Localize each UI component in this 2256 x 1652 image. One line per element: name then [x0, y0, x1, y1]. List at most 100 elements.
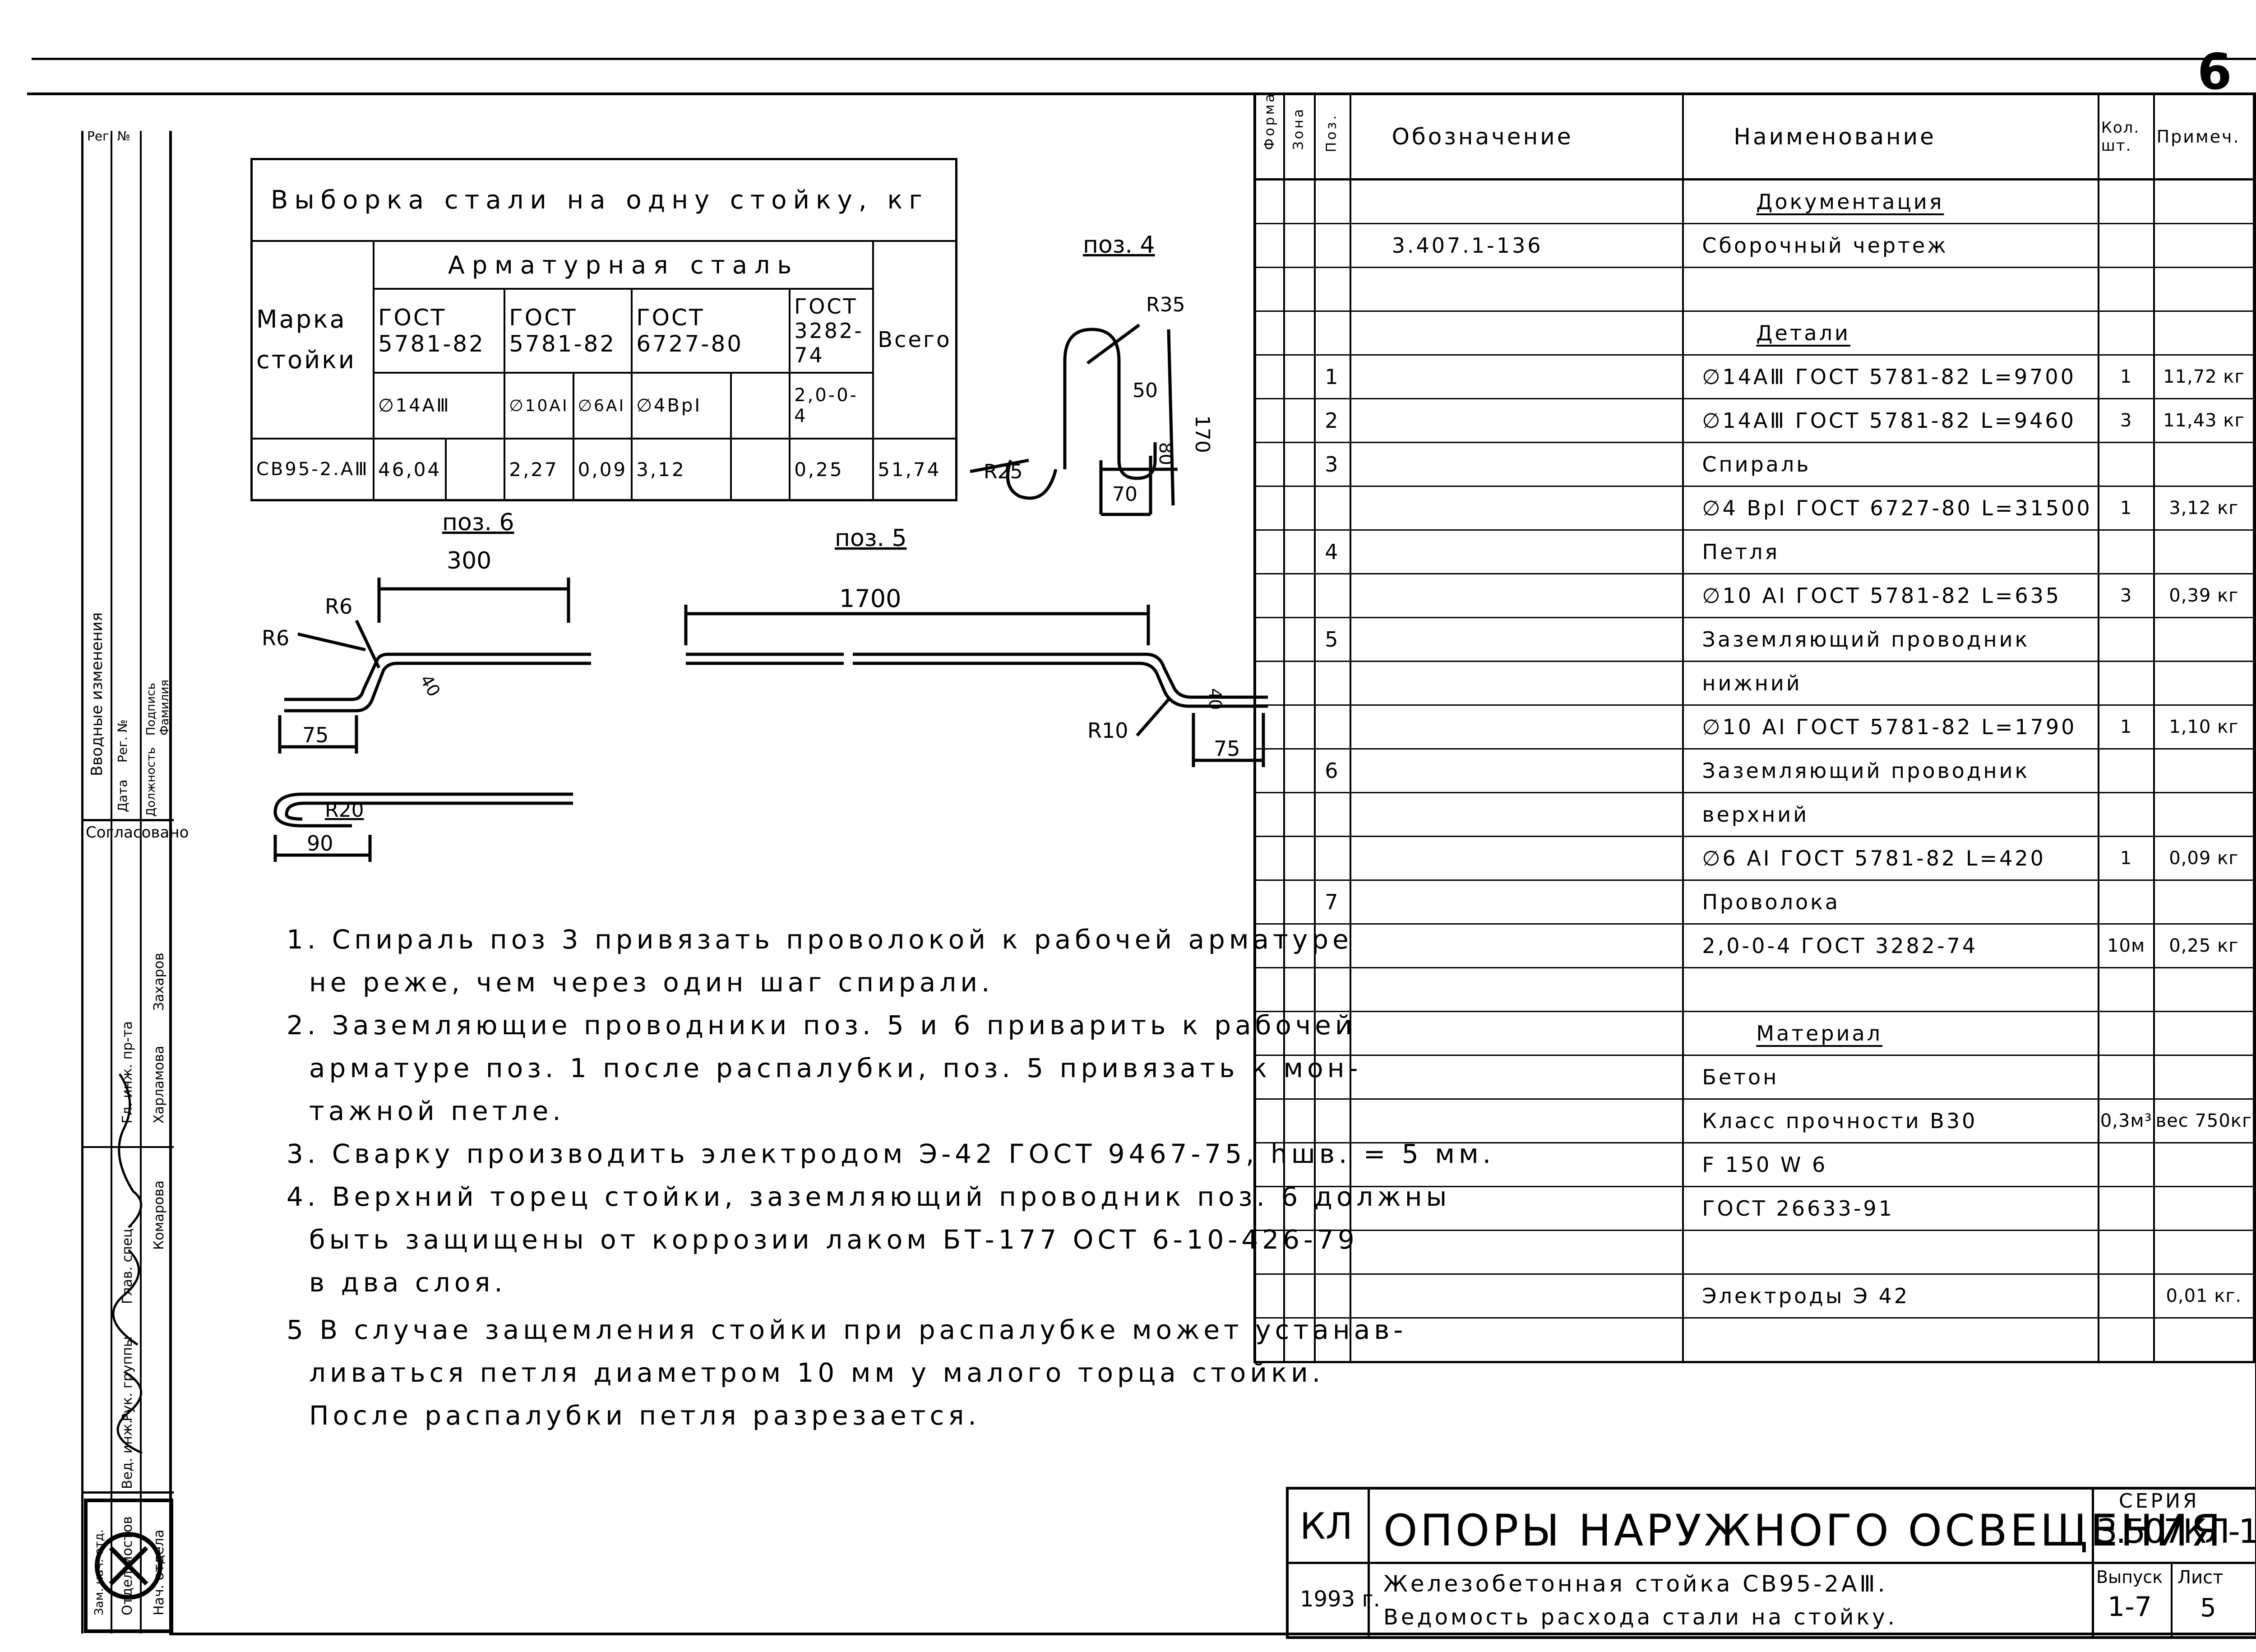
pos4-dim-50: 50 [1133, 379, 1158, 402]
spec-cell-pos [1314, 661, 1351, 706]
spec-cell-qty [2097, 749, 2155, 793]
spec-cell-format [1254, 267, 1285, 312]
steel-row-mark: СВ95-2.АⅢ [250, 438, 374, 501]
spec-cell-pos [1314, 836, 1351, 881]
spec-cell-designation [1349, 442, 1684, 487]
tb-list-label: Лист [2177, 1567, 2224, 1588]
spec-cell-pos [1314, 1099, 1351, 1143]
spec-cell-format [1254, 442, 1285, 487]
steel-mark-header: Марка стойки [250, 240, 374, 440]
spec-cell-zone [1283, 749, 1316, 793]
spec-cell-note: 1,10 кг [2153, 705, 2255, 750]
spec-cell-note [2153, 792, 2255, 837]
spec-cell-designation [1349, 836, 1684, 881]
spec-cell-qty [2097, 1274, 2155, 1319]
spec-cell-name: Сборочный чертеж [1682, 223, 2099, 268]
spec-row: Материал [1254, 1011, 2255, 1056]
spec-cell-qty: 1 [2097, 486, 2155, 531]
spec-cell-qty [2097, 1318, 2155, 1363]
sheet-corner-number: 6 [2197, 43, 2232, 101]
spec-cell-qty [2097, 1230, 2155, 1275]
spec-cell-name [1682, 967, 2099, 1012]
spec-cell-designation [1349, 1318, 1684, 1363]
pos6-label: поз. 6 [442, 509, 514, 536]
spec-cell-designation [1349, 311, 1684, 356]
spec-cell-note [2153, 267, 2255, 312]
spec-cell-zone [1283, 223, 1316, 268]
spec-cell-designation [1349, 1011, 1684, 1056]
pos4-label: поз. 4 [1083, 231, 1155, 259]
spec-cell-note: 3,12 кг [2153, 486, 2255, 531]
spec-cell-note [2153, 1055, 2255, 1100]
spec-cell-note [2153, 749, 2255, 793]
spec-cell-qty [2097, 179, 2155, 224]
spec-cell-zone [1283, 398, 1316, 443]
spec-cell-note [2153, 617, 2255, 662]
spec-cell-pos [1314, 1318, 1351, 1363]
spec-cell-name: ∅6 АI ГОСТ 5781-82 L=420 [1682, 836, 2099, 881]
spec-row [1254, 1318, 2255, 1363]
title-block: КЛ 1993 г. Опоры наружного освещения Сер… [1286, 1487, 2256, 1639]
spec-h-pos: Поз. [1323, 113, 1340, 153]
steel-table-title: Выборка стали на одну стойку, кг [250, 158, 957, 242]
spec-cell-pos [1314, 1143, 1351, 1187]
stamp-soglasovano: Согласовано [86, 824, 189, 842]
note-line: 5 В случае защемления стойки при распалу… [287, 1314, 1407, 1345]
spec-cell-qty [2097, 267, 2155, 312]
spec-cell-designation [1349, 1055, 1684, 1100]
top-rule [32, 58, 2256, 60]
spec-cell-note [2153, 530, 2255, 574]
spec-cell-format [1254, 530, 1285, 574]
spec-cell-note [2153, 880, 2255, 925]
pos4-dim-70: 70 [1112, 483, 1137, 506]
spec-cell-note [2153, 967, 2255, 1012]
note-line: в два слоя. [309, 1267, 507, 1298]
spec-cell-designation [1349, 355, 1684, 399]
note-line: не реже, чем через один шаг спирали. [309, 967, 994, 998]
spec-cell-note [2153, 661, 2255, 706]
spec-cell-zone [1283, 574, 1316, 618]
spec-cell-format [1254, 223, 1285, 268]
stamp-reg-no: Рег. № [87, 129, 130, 143]
stamp-vvod: Вводные изменения [88, 612, 106, 776]
spec-cell-qty [2097, 792, 2155, 837]
spec-cell-name: Заземляющий проводник [1682, 617, 2099, 662]
spec-cell-designation [1349, 486, 1684, 531]
pos4-dim-r25: R25 [984, 460, 1023, 483]
spec-row: верхний [1254, 792, 2255, 837]
steel-selection-table: Выборка стали на одну стойку, кг Марка с… [250, 158, 957, 501]
spec-cell-name: Петля [1682, 530, 2099, 574]
spec-cell-zone [1283, 267, 1316, 312]
spec-cell-designation [1349, 661, 1684, 706]
spec-cell-pos [1314, 486, 1351, 531]
note-line: быть защищены от коррозии лаком БТ-177 О… [309, 1224, 1359, 1255]
spec-row: нижний [1254, 661, 2255, 706]
spec-h-name: Наименование [1682, 95, 2099, 180]
tb-project: Опоры наружного освещения [1383, 1505, 2224, 1556]
spec-cell-qty [2097, 530, 2155, 574]
spec-cell-qty: 1 [2097, 355, 2155, 399]
spec-cell-designation [1349, 1099, 1684, 1143]
steel-gost-4: ГОСТ 3282-74 [789, 288, 874, 374]
pos6-dim-r6b: R6 [262, 626, 289, 650]
spec-cell-note [2153, 311, 2255, 356]
spec-cell-note [2153, 1011, 2255, 1056]
spec-row: Детали [1254, 311, 2255, 356]
spec-cell-name: ∅14АⅢ ГОСТ 5781-82 L=9460 [1682, 398, 2099, 443]
spec-cell-format [1254, 486, 1285, 531]
note-line: 1. Спираль поз 3 привязать проволокой к … [287, 924, 1353, 955]
spec-cell-note: 0,09 кг [2153, 836, 2255, 881]
spec-cell-pos: 1 [1314, 355, 1351, 399]
spec-h-note: Примеч. [2153, 95, 2255, 180]
spec-cell-pos [1314, 792, 1351, 837]
steel-sub-2: ∅10АI [504, 372, 574, 440]
spec-cell-designation [1349, 1274, 1684, 1319]
